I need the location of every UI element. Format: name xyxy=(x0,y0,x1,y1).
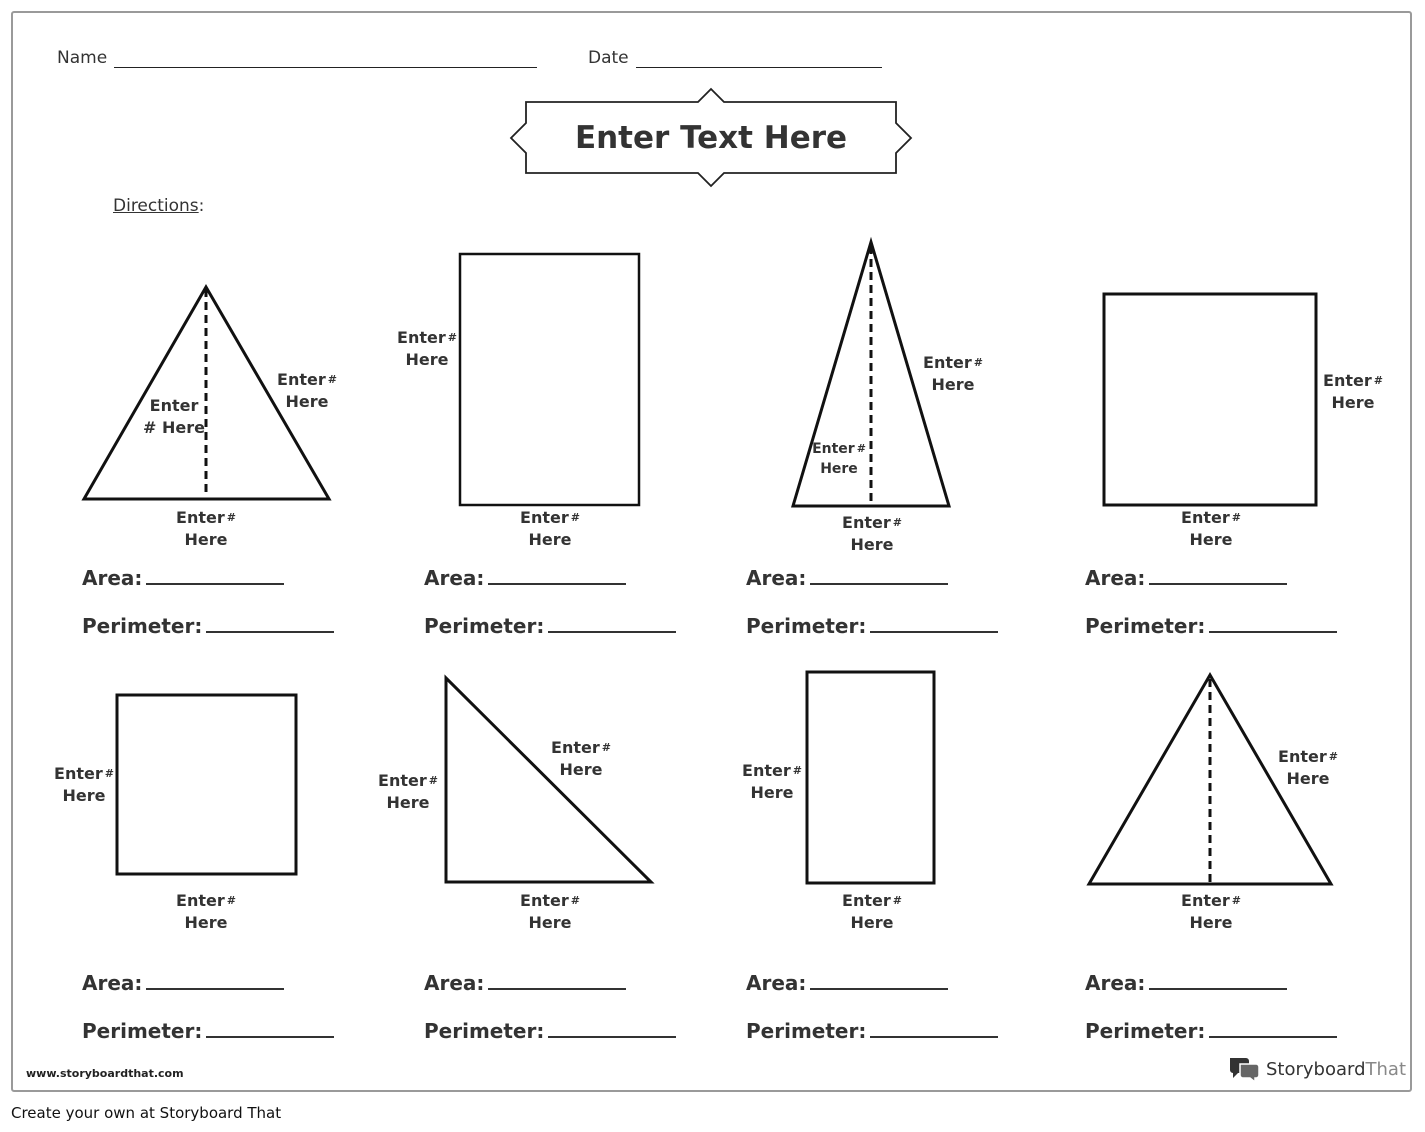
brand-text-that: That xyxy=(1365,1058,1407,1080)
storyboardthat-logo[interactable]: StoryboardThat xyxy=(1228,1056,1406,1082)
shape-6-hypotenuse-label[interactable]: Enter#Here xyxy=(551,738,611,779)
title-banner xyxy=(509,87,913,188)
shape-6-right-triangle xyxy=(444,674,655,884)
brand-text-storyboard: Storyboard xyxy=(1266,1058,1366,1080)
shape-7-base-label[interactable]: Enter#Here xyxy=(842,891,902,932)
perimeter-field-4[interactable]: Perimeter: xyxy=(1085,614,1338,638)
shape-8-side-label[interactable]: Enter#Here xyxy=(1278,747,1338,788)
perimeter-field-8[interactable]: Perimeter: xyxy=(1085,1019,1338,1043)
directions-label: Directions xyxy=(113,196,199,216)
area-field-2[interactable]: Area: xyxy=(424,566,627,590)
shape-4-side-label[interactable]: Enter#Here xyxy=(1323,371,1383,412)
perimeter-field-6[interactable]: Perimeter: xyxy=(424,1019,677,1043)
speech-bubbles-icon xyxy=(1230,1058,1260,1082)
shape-1-height-label[interactable]: Enter# Here xyxy=(143,396,205,437)
area-field-6[interactable]: Area: xyxy=(424,971,627,995)
shape-8-base-label[interactable]: Enter#Here xyxy=(1181,891,1241,932)
shape-3-height-label[interactable]: Enter#Here xyxy=(812,441,866,477)
shape-6-height-label[interactable]: Enter#Here xyxy=(378,771,438,812)
create-your-own-link[interactable]: Create your own at Storyboard That xyxy=(11,1104,282,1122)
shape-1-triangle xyxy=(81,284,332,501)
area-field-7[interactable]: Area: xyxy=(746,971,949,995)
shape-1-base-label[interactable]: Enter#Here xyxy=(176,508,236,549)
date-line[interactable] xyxy=(636,67,882,68)
shape-3-side-label[interactable]: Enter#Here xyxy=(923,353,983,394)
shape-2-rectangle xyxy=(458,252,641,507)
page-title[interactable]: Enter Text Here xyxy=(574,120,848,156)
directions: Directions: xyxy=(113,196,205,216)
shape-5-base-label[interactable]: Enter#Here xyxy=(176,891,236,932)
shape-4-square xyxy=(1102,292,1318,507)
shape-2-height-label[interactable]: Enter#Here xyxy=(397,328,457,369)
shape-5-square xyxy=(115,693,298,876)
perimeter-field-5[interactable]: Perimeter: xyxy=(82,1019,335,1043)
name-line[interactable] xyxy=(114,67,537,68)
name-label: Name xyxy=(57,48,108,68)
worksheet xyxy=(11,11,1412,1092)
footer-url[interactable]: www.storyboardthat.com xyxy=(26,1067,184,1080)
area-field-4[interactable]: Area: xyxy=(1085,566,1288,590)
shape-7-height-label[interactable]: Enter#Here xyxy=(742,761,802,802)
area-field-3[interactable]: Area: xyxy=(746,566,949,590)
shape-6-base-label[interactable]: Enter#Here xyxy=(520,891,580,932)
perimeter-field-7[interactable]: Perimeter: xyxy=(746,1019,999,1043)
area-field-8[interactable]: Area: xyxy=(1085,971,1288,995)
shape-4-base-label[interactable]: Enter#Here xyxy=(1181,508,1241,549)
area-field-1[interactable]: Area: xyxy=(82,566,285,590)
shape-2-base-label[interactable]: Enter#Here xyxy=(520,508,580,549)
perimeter-field-1[interactable]: Perimeter: xyxy=(82,614,335,638)
shape-8-triangle xyxy=(1086,672,1334,886)
shape-5-side-label[interactable]: Enter#Here xyxy=(54,764,114,805)
perimeter-field-3[interactable]: Perimeter: xyxy=(746,614,999,638)
shape-3-triangle xyxy=(790,236,952,508)
area-field-5[interactable]: Area: xyxy=(82,971,285,995)
shape-7-rectangle xyxy=(805,670,936,885)
shape-1-side-label[interactable]: Enter#Here xyxy=(277,370,337,411)
date-label: Date xyxy=(588,48,629,68)
shape-3-base-label[interactable]: Enter#Here xyxy=(842,513,902,554)
perimeter-field-2[interactable]: Perimeter: xyxy=(424,614,677,638)
